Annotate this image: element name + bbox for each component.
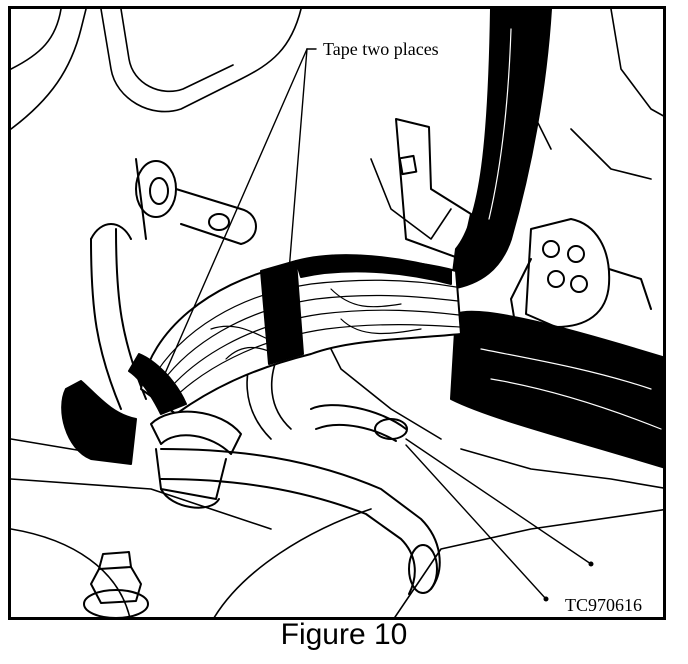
- pipe-clamp: [150, 404, 408, 509]
- hose-highlights: [480, 28, 662, 430]
- part-code: TC970616: [565, 595, 643, 615]
- tape-wrap-left: [128, 353, 187, 415]
- figure-frame: Tape two places TC970616: [8, 6, 666, 620]
- callout-tape-two-places: Tape two places: [323, 39, 439, 59]
- banjo-fitting: [135, 158, 257, 245]
- tape-wrap-top: [295, 254, 452, 285]
- tape-wrap-middle: [260, 260, 304, 365]
- flange-nut: [83, 551, 149, 617]
- rubber-hose-end: [61, 380, 137, 465]
- callout-leader-lines: [155, 48, 594, 602]
- pipe-left: [90, 223, 147, 410]
- figure-caption: Figure 10: [280, 618, 408, 651]
- wire-harness: [128, 254, 462, 415]
- black-hose-horizontal: [450, 310, 663, 469]
- harness-illustration: [11, 9, 663, 617]
- electrical-connector: [510, 218, 652, 330]
- bracket: [395, 118, 472, 260]
- pipe-lower: [160, 448, 441, 595]
